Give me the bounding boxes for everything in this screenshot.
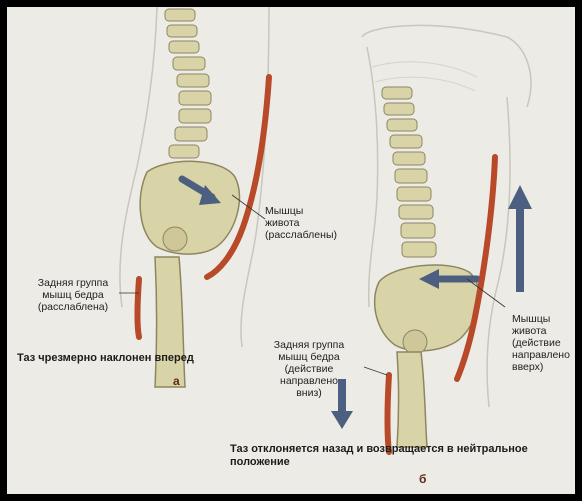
- figure-a-body: [119, 7, 269, 387]
- caption-b: Таз отклоняется назад и возвращается в н…: [230, 443, 528, 469]
- abdominal-muscle-b: [457, 157, 495, 379]
- label-abdominal-muscles-a: Мышцы живота (расслаблены): [265, 205, 337, 241]
- up-arrow: [508, 185, 532, 209]
- label-hamstrings-b: Задняя группа мышц бедра (действие напра…: [254, 339, 364, 399]
- caption-a: Таз чрезмерно наклонен вперед: [17, 352, 194, 365]
- pelvis-a: [140, 161, 239, 254]
- down-arrow: [331, 411, 353, 429]
- label-hamstrings-a: Задняя группа мышц бедра (расслаблена): [23, 277, 123, 313]
- label-abdominal-muscles-b: Мышцы живота (действие направлено вверх): [512, 313, 570, 373]
- letter-a: а: [173, 374, 180, 388]
- femur-a: [155, 257, 185, 387]
- femur-b: [397, 352, 427, 447]
- spine-b: [382, 87, 436, 257]
- hamstring-b: [388, 375, 390, 452]
- up-arrow-shaft: [516, 207, 524, 292]
- letter-b: б: [419, 472, 426, 486]
- illustration: [7, 7, 575, 494]
- hamstring-a: [138, 279, 140, 337]
- spine-a: [165, 9, 211, 158]
- diagram-page: Мышцы живота (расслаблены) Задняя группа…: [7, 7, 575, 494]
